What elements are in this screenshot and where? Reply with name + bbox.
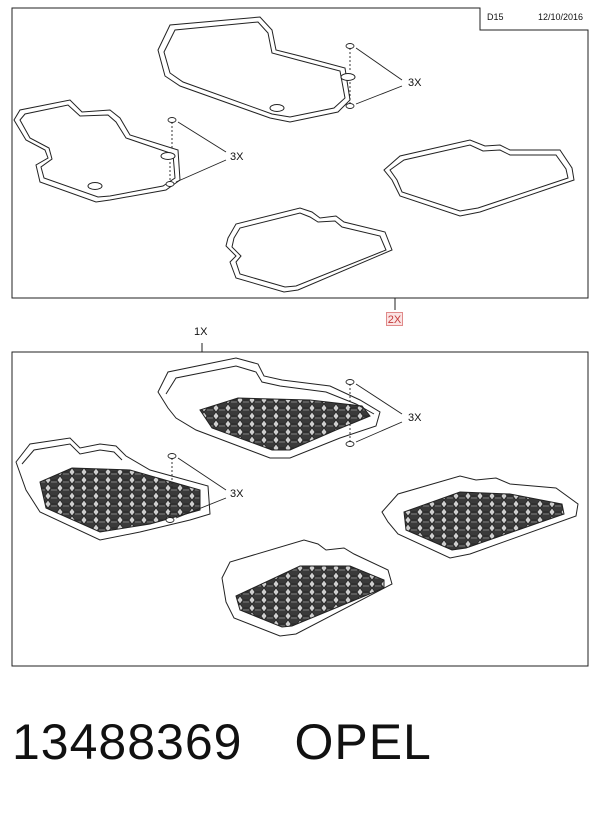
bottom-rear-fasteners [165,453,227,523]
part-number: 13488369 [12,714,243,770]
top-front-fasteners [345,43,403,109]
diagram-code: D15 [487,12,504,22]
bottom-set-quantity: 1X [194,326,208,338]
bottom-front-fastener-qty: 3X [408,412,422,424]
bottom-rear-right-mat [381,475,579,559]
top-rear-fastener-qty: 3X [230,151,244,163]
bottom-rear-fastener-qty: 3X [230,488,244,500]
bottom-front-fasteners [345,379,403,447]
top-set-quantity: 2X [386,312,403,326]
diagram-date: 12/10/2016 [538,12,584,22]
bottom-front-left-mat [157,357,381,459]
top-rear-right-mat [383,139,575,217]
bottom-rear-left-mat [221,539,393,637]
part-identification: 13488369 OPEL [12,712,432,772]
top-rear-left-mat [225,207,393,293]
top-front-fastener-qty: 3X [408,77,422,89]
bottom-front-right-mat [15,437,211,541]
bottom-panel-frame [11,343,589,667]
top-front-left-mat [157,16,356,123]
top-front-right-mat [13,99,181,203]
top-rear-fasteners [165,117,227,187]
brand-name: OPEL [294,714,432,770]
top-panel-frame [11,7,589,299]
